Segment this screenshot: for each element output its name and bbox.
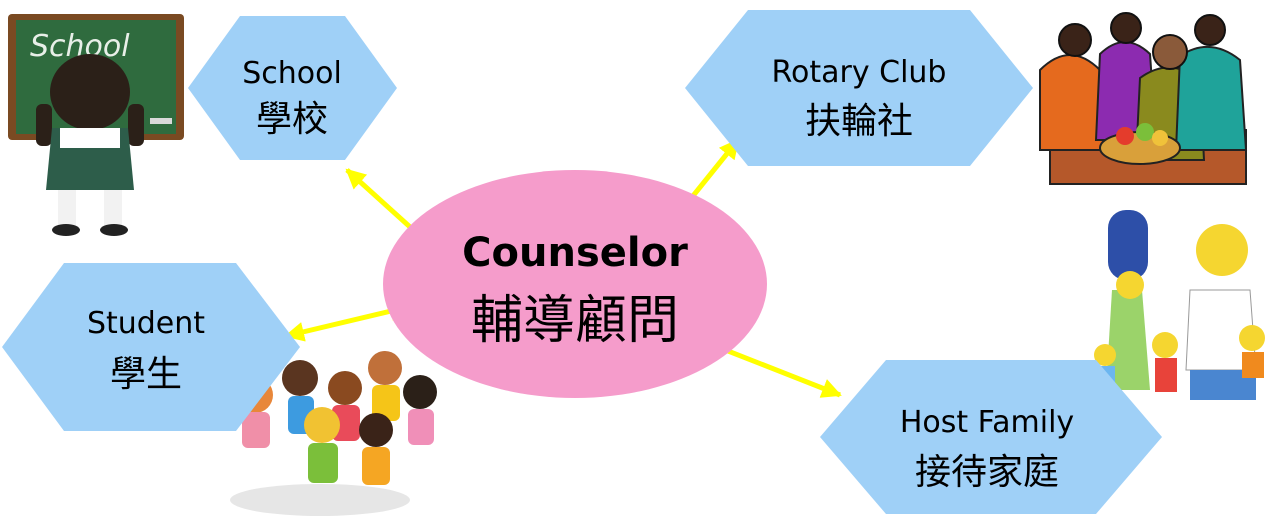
node-school: School 學校	[188, 16, 397, 160]
node-student-en: Student	[87, 306, 205, 341]
node-rotary-zh: 扶輪社	[805, 101, 913, 142]
counselor-title-en: Counselor	[462, 230, 688, 276]
school-chalkboard-illustration: School	[8, 14, 184, 236]
node-rotary-en: Rotary Club	[772, 55, 947, 90]
rotary-group-illustration	[1039, 12, 1248, 185]
counselor-title-zh: 輔導顧問	[471, 291, 679, 351]
node-school-en: School	[242, 56, 342, 91]
students-group-illustration	[230, 351, 437, 516]
node-rotary-club: Rotary Club 扶輪社	[685, 10, 1033, 166]
node-student: Student 學生	[2, 263, 300, 431]
node-counselor: Counselor 輔導顧問	[383, 170, 767, 398]
node-student-zh: 學生	[110, 354, 182, 395]
arrow-student-counselor	[284, 301, 410, 342]
node-host-en: Host Family	[900, 405, 1074, 440]
node-host-zh: 接待家庭	[915, 452, 1059, 493]
host-family-illustration	[1094, 210, 1265, 400]
node-host-family: Host Family 接待家庭	[820, 360, 1162, 514]
node-school-zh: 學校	[256, 99, 328, 140]
